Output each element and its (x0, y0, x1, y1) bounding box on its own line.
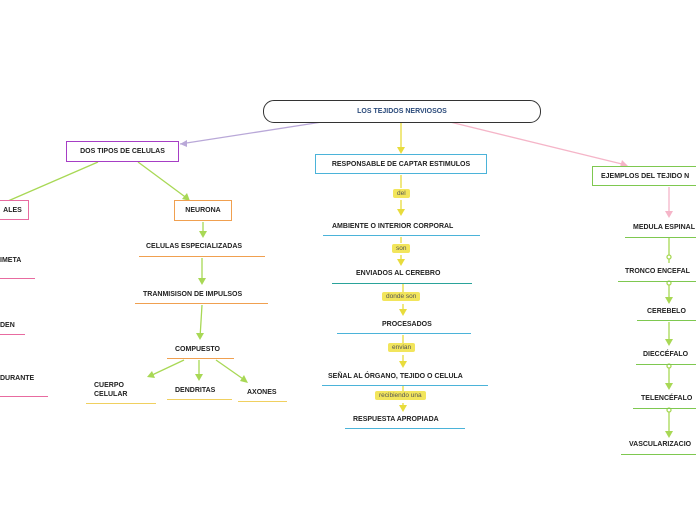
arrow-head (665, 431, 673, 438)
example-item[interactable]: TELENCÉFALO (641, 395, 693, 402)
example-item[interactable]: MEDULA ESPINAL (633, 224, 695, 231)
underline (618, 281, 696, 282)
connector-son[interactable]: son (392, 244, 411, 253)
underline (0, 334, 25, 335)
underline (636, 364, 696, 365)
connector-envian[interactable]: envian (388, 343, 416, 352)
underline (135, 303, 268, 304)
underline (332, 283, 472, 284)
topic-dos-tipos[interactable]: DOS TIPOS DE CELULAS (66, 141, 179, 162)
arrow-head (399, 405, 407, 412)
step-procesados[interactable]: PROCESADOS (382, 321, 432, 328)
underline (167, 399, 232, 400)
gliales-item[interactable]: IMETA (0, 257, 22, 264)
topic-responsable[interactable]: RESPONSABLE DE CAPTAR ESTIMULOS (315, 154, 487, 174)
root-topic[interactable]: LOS TEJIDOS NERVIOSOS (263, 100, 541, 123)
neurona-chain-item[interactable]: CELULAS ESPECIALIZADAS (146, 243, 243, 250)
part-cuerpo-celular[interactable]: CUERPO CELULAR (94, 382, 128, 398)
arrow-head (397, 209, 405, 216)
topic-ejemplos-label: EJEMPLOS DEL TEJIDO N (601, 172, 690, 180)
arrow-head (399, 309, 407, 316)
topic-gliales-label: ALES (3, 206, 22, 214)
topic-neurona[interactable]: NEURONA (174, 200, 232, 221)
topic-dos-tipos-label: DOS TIPOS DE CELULAS (80, 148, 165, 155)
connector-recibiendo[interactable]: recibiendo una (375, 391, 426, 400)
underline (167, 358, 234, 359)
edge-left-neurona (137, 161, 189, 200)
underline (0, 278, 35, 279)
underline (323, 235, 480, 236)
underline (345, 428, 465, 429)
example-item[interactable]: TRONCO ENCEFAL (625, 268, 690, 275)
arrow-head (240, 375, 248, 383)
underline (139, 256, 265, 257)
edge-left-gliales (7, 161, 99, 202)
root-topic-label: LOS TEJIDOS NERVIOSOS (357, 108, 447, 115)
connector-donde-son[interactable]: donde son (382, 292, 421, 301)
step-ambiente[interactable]: AMBIENTE O INTERIOR CORPORAL (332, 223, 454, 230)
arrow-head (199, 231, 207, 238)
arrow-head (665, 297, 673, 304)
edge-comp-axones (215, 359, 247, 382)
arrow-head (182, 193, 190, 201)
underline (322, 385, 488, 386)
arrow-head (196, 333, 204, 340)
topic-ejemplos[interactable]: EJEMPLOS DEL TEJIDO N (592, 166, 696, 186)
underline (238, 401, 287, 402)
arrow-head (665, 339, 673, 346)
arrow-head (147, 371, 155, 378)
topic-responsable-label: RESPONSABLE DE CAPTAR ESTIMULOS (331, 160, 471, 168)
step-enviados[interactable]: ENVIADOS AL CEREBRO (356, 270, 441, 277)
underline (633, 408, 696, 409)
edge-root-right (449, 121, 627, 166)
neurona-chain-item[interactable]: COMPUESTO (175, 346, 220, 353)
arrow-head (665, 383, 673, 390)
arrow-head (397, 259, 405, 266)
underline (0, 396, 48, 397)
underline (621, 454, 696, 455)
arrow-head (399, 361, 407, 368)
gliales-item[interactable]: DEN (0, 322, 15, 329)
arrow-head (195, 374, 203, 381)
step-respuesta[interactable]: RESPUESTA APROPIADA (353, 416, 439, 423)
edge-trans-comp (199, 304, 203, 339)
edge-comp-cuerpo (149, 359, 185, 377)
arrow-head (620, 160, 628, 167)
part-dendritas[interactable]: DENDRITAS (175, 387, 216, 394)
edge-root-left (179, 121, 323, 145)
connector-del[interactable]: del (393, 189, 410, 198)
arrow-head (180, 140, 187, 147)
arrow-head (397, 147, 405, 154)
example-item[interactable]: VASCULARIZACIO (629, 441, 692, 448)
example-item[interactable]: CEREBELO (647, 308, 686, 315)
underline (86, 403, 156, 404)
neurona-chain-item[interactable]: TRANMISISON DE IMPULSOS (143, 291, 243, 298)
part-axones[interactable]: AXONES (247, 389, 277, 396)
example-item[interactable]: DIECCÉFALO (643, 351, 689, 358)
arrow-head (665, 211, 673, 218)
step-senal[interactable]: SEÑAL AL ÓRGANO, TEJIDO O CELULA (328, 373, 463, 380)
gliales-item[interactable]: DURANTE (0, 375, 35, 382)
topic-neurona-label: NEURONA (185, 207, 221, 214)
underline (637, 320, 696, 321)
connector-dot (666, 254, 672, 260)
underline (337, 333, 471, 334)
underline (625, 237, 696, 238)
arrow-head (198, 278, 206, 285)
topic-gliales[interactable]: ALES (0, 200, 29, 220)
